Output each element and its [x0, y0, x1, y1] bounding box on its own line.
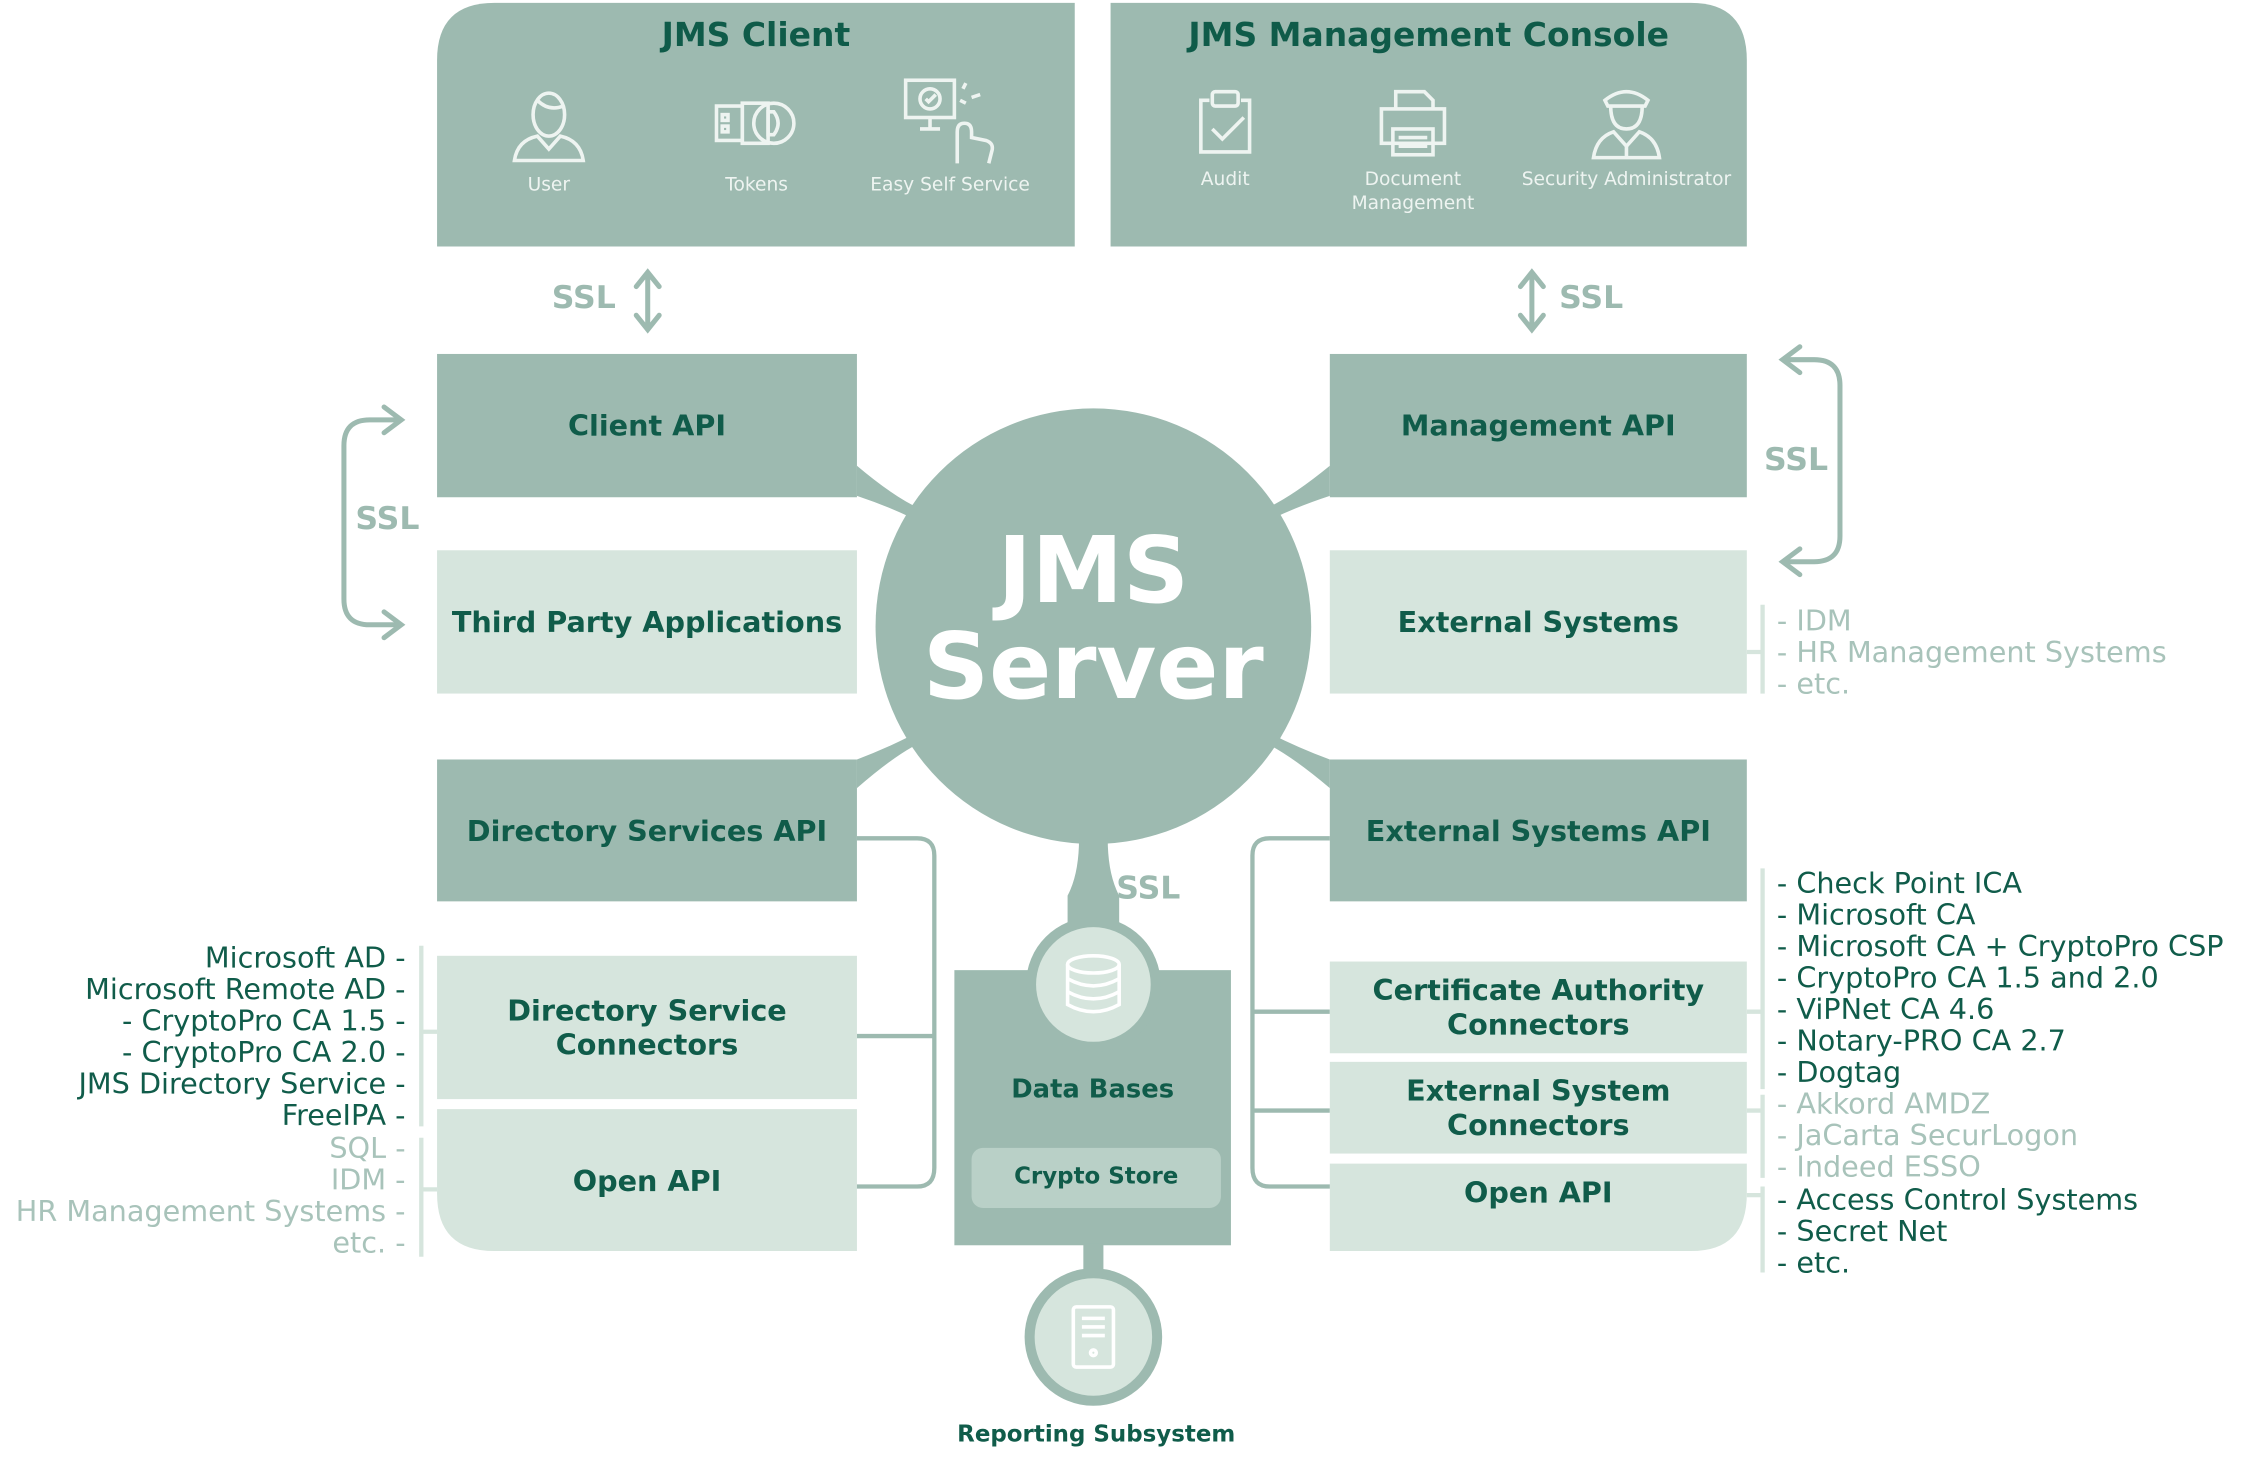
ssl-label-database: SSL [1116, 871, 1181, 908]
server-tower-icon [1071, 1305, 1116, 1369]
client-panel-shape [437, 2, 1075, 247]
list-item: - JaCarta SecurLogon [1776, 1117, 2079, 1153]
list-item: - CryptoPro CA 1.5 - [122, 1003, 406, 1038]
third-party-applications-box[interactable]: Third Party Applications [437, 550, 857, 694]
certificate-authority-connectors-box[interactable]: Certificate Authority Connectors [1329, 961, 1747, 1054]
list-item: - Secret Net [1776, 1213, 1948, 1249]
directory-connectors-list: Microsoft AD - Microsoft Remote AD - - C… [78, 941, 405, 1130]
user-label: User [527, 174, 571, 197]
tokens-label: Tokens [725, 174, 788, 197]
external-system-connectors-box[interactable]: External System Connectors [1329, 1061, 1747, 1154]
list-item: - Indeed ESSO [1776, 1149, 1981, 1184]
token-icon [714, 101, 796, 146]
self-service-icon [903, 78, 995, 164]
management-api-box[interactable]: Management API [1329, 353, 1747, 498]
list-item: - Notary-PRO CA 2.7 [1776, 1023, 2066, 1058]
ssl-label-console: SSL [1559, 280, 1624, 317]
reporting-subsystem-label: Reporting Subsystem [957, 1420, 1236, 1448]
left-connector-lines [856, 836, 937, 1189]
list-item: - Dogtag [1776, 1054, 1902, 1090]
self-service-label: Easy Self Service [870, 174, 1030, 197]
database-icon [1065, 954, 1121, 1014]
list-item: - Check Point ICA [1776, 865, 2022, 900]
client-item-tokens[interactable]: Tokens [649, 83, 864, 199]
list-item: Microsoft AD - [204, 940, 406, 975]
security-officer-icon [1591, 89, 1662, 160]
console-panel-title: JMS Management Console [1188, 17, 1669, 55]
audit-icon [1199, 89, 1252, 154]
open-api-left-box[interactable]: Open API [572, 1162, 722, 1198]
list-item: - etc. [1776, 1245, 1851, 1280]
list-item: - CryptoPro CA 2.0 - [122, 1034, 406, 1070]
open-api-right-list: - Access Control Systems - Secret Net - … [1777, 1184, 2138, 1279]
open-api-right-box[interactable]: Open API [1464, 1175, 1613, 1210]
client-panel-title: JMS Client [661, 17, 851, 55]
server-title-line2: Server [923, 614, 1264, 721]
list-brackets [419, 604, 1765, 1273]
list-item: IDM - [330, 1162, 406, 1197]
printer-icon [1379, 89, 1447, 157]
ssl-label-right: SSL [1764, 442, 1829, 479]
crypto-store-label[interactable]: Crypto Store [1014, 1162, 1179, 1190]
server-title-line1: JMS [997, 518, 1190, 625]
user-icon [512, 91, 586, 163]
open-api-left-shape [437, 1109, 857, 1252]
external-systems-api-box[interactable]: External Systems API [1329, 759, 1747, 902]
console-item-security-administrator[interactable]: Security Administrator [1519, 80, 1734, 193]
list-item: JMS Directory Service - [78, 1066, 406, 1101]
list-item: etc. - [332, 1225, 406, 1260]
list-item: - HR Management Systems [1776, 634, 2167, 670]
ssl-label-client: SSL [551, 280, 616, 317]
external-connectors-list: - Akkord AMDZ - JaCarta SecurLogon - Ind… [1777, 1088, 2078, 1183]
list-item: - Access Control Systems [1776, 1182, 2139, 1217]
server-circle [875, 408, 1312, 845]
list-item: - IDM [1776, 603, 1852, 638]
client-item-self-service[interactable]: Easy Self Service [843, 75, 1058, 200]
list-item: HR Management Systems - [15, 1193, 406, 1229]
console-item-audit[interactable]: Audit [1118, 86, 1333, 193]
database-label: Data Bases [1011, 1074, 1175, 1105]
list-item: - ViPNet CA 4.6 [1776, 991, 1995, 1027]
right-connector-lines [1250, 836, 1330, 1189]
audit-label: Audit [1200, 169, 1250, 191]
list-item: - CryptoPro CA 1.5 and 2.0 [1776, 960, 2159, 995]
list-item: FreeIPA - [281, 1097, 406, 1133]
list-item: - etc. [1776, 666, 1851, 701]
external-systems-box[interactable]: External Systems [1329, 550, 1747, 694]
client-item-user[interactable]: User [441, 83, 656, 199]
list-item: Microsoft Remote AD - [85, 971, 406, 1006]
open-api-left-list: SQL - IDM - HR Management Systems - etc.… [16, 1132, 406, 1258]
client-api-box[interactable]: Client API [437, 353, 857, 498]
console-panel-shape [1110, 2, 1747, 247]
list-item: - Akkord AMDZ [1776, 1086, 1991, 1121]
list-item: SQL - [329, 1130, 406, 1166]
security-administrator-label: Security Administrator [1521, 169, 1732, 191]
open-api-right-shape [1329, 1163, 1747, 1252]
ssl-label-left: SSL [355, 501, 420, 538]
server-db-stem [1067, 838, 1120, 939]
ca-connectors-list: - Check Point ICA - Microsoft CA - Micro… [1777, 867, 2224, 1088]
directory-service-connectors-box[interactable]: Directory Service Connectors [437, 955, 857, 1100]
directory-services-api-box[interactable]: Directory Services API [437, 759, 857, 902]
console-item-document-management[interactable]: Document Management [1305, 86, 1520, 218]
external-systems-list: - IDM - HR Management Systems - etc. [1777, 605, 2167, 700]
document-management-label: Document Management [1351, 169, 1475, 215]
list-item: - Microsoft CA [1776, 897, 1976, 932]
ssl-arrows [341, 268, 1843, 641]
list-item: - Microsoft CA + CryptoPro CSP [1776, 928, 2224, 963]
crypto-store-plate [971, 1147, 1221, 1209]
